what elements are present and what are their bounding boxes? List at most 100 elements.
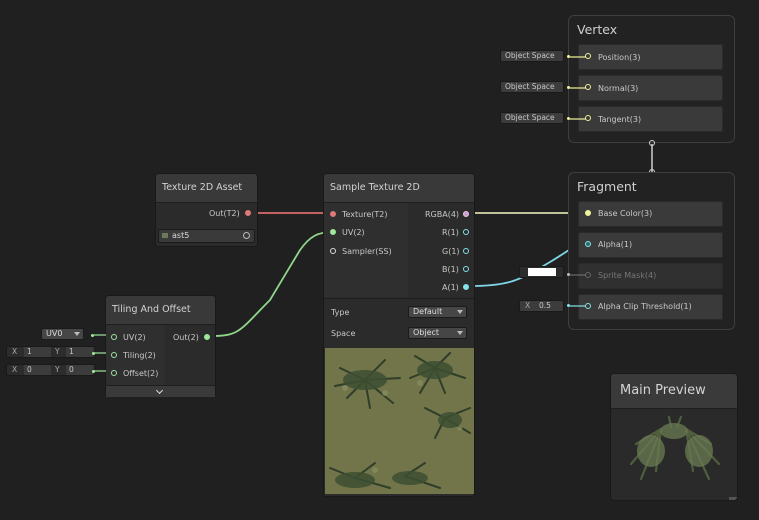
- tiling-x-input[interactable]: 1: [24, 347, 51, 357]
- vertex-tangent-port[interactable]: [585, 115, 591, 121]
- alpha-clip-connector: [567, 304, 570, 307]
- uv-channel-connector: [91, 334, 94, 337]
- sample-texture-preview: [325, 348, 474, 494]
- a-output-label: A(1): [442, 283, 459, 292]
- r-output-port[interactable]: [463, 229, 469, 235]
- sprite-mask-connector: [567, 273, 570, 276]
- main-preview-title: Main Preview: [620, 383, 706, 398]
- fragment-slot-sprite-mask[interactable]: [578, 263, 723, 289]
- alpha-clip-x-label: X: [525, 301, 531, 310]
- uv-channel-value: UV0: [46, 329, 63, 338]
- offset-vector-field[interactable]: X 0 Y 0: [6, 364, 96, 376]
- chevron-down-icon: [457, 310, 463, 314]
- a-output-port[interactable]: [463, 284, 469, 290]
- tiling-offset-node[interactable]: Tiling And Offset UV(2) Tiling(2) Offset…: [105, 295, 216, 397]
- space-label: Space: [331, 329, 356, 338]
- main-preview-header[interactable]: Main Preview: [611, 374, 737, 409]
- g-output-port[interactable]: [463, 248, 469, 254]
- texture-asset-thumb-icon: [162, 233, 168, 238]
- space-dropdown[interactable]: Object: [408, 327, 467, 339]
- sprite-mask-color-field[interactable]: [519, 266, 564, 278]
- tiling-collapse-bar[interactable]: [106, 385, 215, 397]
- vertex-slot-tangent[interactable]: [578, 106, 723, 132]
- texture2d-asset-node[interactable]: Texture 2D Asset Out(T2) ast5: [155, 173, 258, 247]
- b-output-port[interactable]: [463, 266, 469, 272]
- object-picker-icon[interactable]: [243, 232, 250, 239]
- fragment-slot-alpha[interactable]: [578, 232, 723, 258]
- tiling-tiling-port[interactable]: [111, 352, 117, 358]
- normal-space-field[interactable]: Object Space: [500, 81, 564, 93]
- base-color-label: Base Color(3): [598, 209, 653, 218]
- fragment-slot-base-color[interactable]: [578, 201, 723, 227]
- r-output-label: R(1): [442, 228, 459, 237]
- vertex-slot-position[interactable]: [578, 44, 723, 70]
- offset-y-input[interactable]: 0: [66, 365, 93, 375]
- vertex-position-port[interactable]: [585, 53, 591, 59]
- chevron-down-icon: [74, 332, 80, 336]
- tiling-y-input[interactable]: 1: [66, 347, 93, 357]
- sampler-input-port[interactable]: [330, 248, 336, 254]
- main-preview-panel[interactable]: Main Preview: [610, 373, 738, 501]
- vertex-title: Vertex: [577, 22, 618, 37]
- type-dropdown[interactable]: Default: [408, 306, 467, 318]
- texture-input-label: Texture(T2): [342, 210, 388, 219]
- tiling-vector-field[interactable]: X 1 Y 1: [6, 346, 96, 358]
- offset-x-label: X: [12, 365, 18, 374]
- texture2d-asset-output-port[interactable]: [245, 210, 251, 216]
- alpha-clip-field[interactable]: X 0.5: [519, 300, 564, 312]
- chevron-down-icon[interactable]: [155, 386, 164, 395]
- fragment-context[interactable]: Fragment: [568, 172, 735, 330]
- wire-uv: [211, 231, 334, 337]
- sprite-mask-label: Sprite Mask(4): [598, 271, 657, 280]
- sample-texture2d-input-column: [324, 203, 408, 297]
- vertex-tangent-label: Tangent(3): [598, 115, 642, 124]
- chevron-down-icon: [457, 331, 463, 335]
- vertex-position-label: Position(3): [598, 53, 641, 62]
- tiling-output-port[interactable]: [204, 334, 210, 340]
- fragment-title: Fragment: [577, 179, 637, 194]
- position-space-connector: [567, 55, 570, 58]
- tangent-space-connector: [567, 117, 570, 120]
- tiling-output-label: Out(2): [173, 333, 199, 342]
- resize-handle[interactable]: [729, 497, 737, 500]
- texture-input-port[interactable]: [330, 211, 336, 217]
- type-label: Type: [331, 308, 350, 317]
- tiling-connector: [92, 352, 95, 355]
- uv-channel-dropdown[interactable]: UV0: [41, 328, 84, 340]
- foliage-texture-image: [325, 348, 474, 494]
- tiling-tiling-input-label: Tiling(2): [123, 351, 156, 360]
- main-preview-render: [629, 415, 721, 481]
- texture2d-asset-title: Texture 2D Asset: [156, 174, 257, 203]
- position-space-field[interactable]: Object Space: [500, 50, 564, 62]
- vertex-output-connector: [649, 140, 655, 146]
- alpha-clip-value: 0.5: [539, 301, 551, 310]
- tiling-offset-port[interactable]: [111, 370, 117, 376]
- alpha-port[interactable]: [585, 241, 591, 247]
- tiling-uv-port[interactable]: [111, 334, 117, 340]
- sample-texture2d-title: Sample Texture 2D: [324, 174, 474, 203]
- offset-y-label: Y: [55, 365, 60, 374]
- tangent-space-field[interactable]: Object Space: [500, 112, 564, 124]
- tiling-y-label: Y: [55, 347, 60, 356]
- tiling-x-label: X: [12, 347, 18, 356]
- space-value: Object: [413, 328, 440, 337]
- fragment-slot-alpha-clip[interactable]: [578, 294, 723, 320]
- uv-input-port[interactable]: [330, 229, 336, 235]
- alpha-clip-label: Alpha Clip Threshold(1): [598, 302, 692, 311]
- base-color-port[interactable]: [585, 210, 591, 216]
- sample-texture2d-node[interactable]: Sample Texture 2D Texture(T2) UV(2) Samp…: [323, 173, 475, 497]
- rgba-output-port[interactable]: [463, 211, 469, 217]
- type-value: Default: [413, 307, 443, 316]
- vertex-input-stubs: [570, 56, 586, 120]
- fragment-input-stubs: [570, 274, 586, 307]
- uv-input-label: UV(2): [342, 228, 365, 237]
- offset-x-input[interactable]: 0: [24, 365, 51, 375]
- vertex-normal-port[interactable]: [585, 84, 591, 90]
- sampler-input-label: Sampler(SS): [342, 247, 392, 256]
- vertex-context[interactable]: Vertex: [568, 15, 735, 143]
- tiling-offset-title: Tiling And Offset: [106, 296, 215, 325]
- tiling-offset-input-label: Offset(2): [123, 369, 159, 378]
- rgba-output-label: RGBA(4): [425, 210, 460, 219]
- texture-asset-field[interactable]: ast5: [158, 229, 255, 243]
